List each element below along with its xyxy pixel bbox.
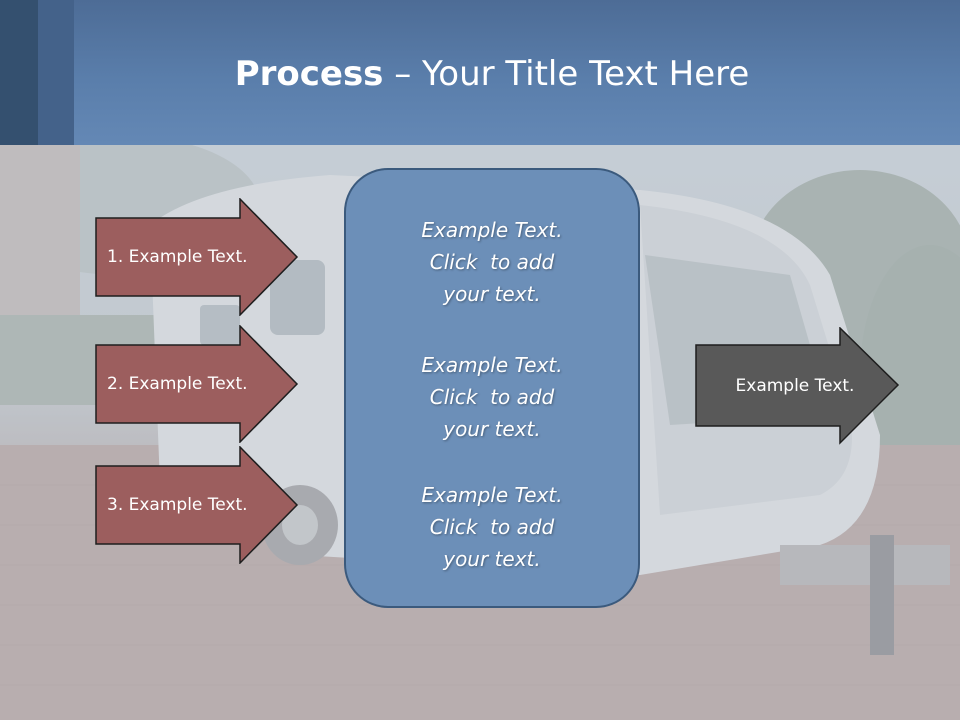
center-line: Click to add bbox=[429, 515, 555, 539]
step-arrow-3[interactable]: 3. Example Text. bbox=[95, 446, 299, 564]
center-line: Example Text. bbox=[421, 483, 563, 507]
slide-title[interactable]: Process – Your Title Text Here bbox=[0, 54, 960, 94]
title-bar: Process – Your Title Text Here bbox=[0, 0, 960, 145]
arrow-shape-2 bbox=[95, 325, 299, 443]
output-arrow[interactable]: Example Text. bbox=[695, 327, 900, 445]
header-accent-dark bbox=[0, 0, 38, 145]
center-text-block-3[interactable]: Example Text. Click to add your text. bbox=[346, 479, 638, 575]
header-accent-mid bbox=[38, 0, 74, 145]
center-line: Example Text. bbox=[421, 218, 563, 242]
output-label: Example Text. bbox=[735, 376, 855, 396]
step-label-2: 2. Example Text. bbox=[107, 374, 248, 394]
step-label-3: 3. Example Text. bbox=[107, 495, 248, 515]
center-line: your text. bbox=[443, 547, 541, 571]
center-text-block-2[interactable]: Example Text. Click to add your text. bbox=[346, 349, 638, 445]
center-text-block-1[interactable]: Example Text. Click to add your text. bbox=[346, 214, 638, 310]
title-rest: – Your Title Text Here bbox=[383, 54, 750, 94]
arrow-shape-1 bbox=[95, 198, 299, 316]
step-arrow-1[interactable]: 1. Example Text. bbox=[95, 198, 299, 316]
output-arrow-shape bbox=[695, 327, 900, 445]
title-bold: Process bbox=[234, 54, 384, 94]
center-text-box[interactable]: Example Text. Click to add your text. Ex… bbox=[344, 168, 640, 608]
center-line: your text. bbox=[443, 417, 541, 441]
step-label-1: 1. Example Text. bbox=[107, 247, 248, 267]
center-line: Example Text. bbox=[421, 353, 563, 377]
arrow-shape-3 bbox=[95, 446, 299, 564]
step-arrow-2[interactable]: 2. Example Text. bbox=[95, 325, 299, 443]
center-line: your text. bbox=[443, 282, 541, 306]
center-line: Click to add bbox=[429, 250, 555, 274]
center-line: Click to add bbox=[429, 385, 555, 409]
